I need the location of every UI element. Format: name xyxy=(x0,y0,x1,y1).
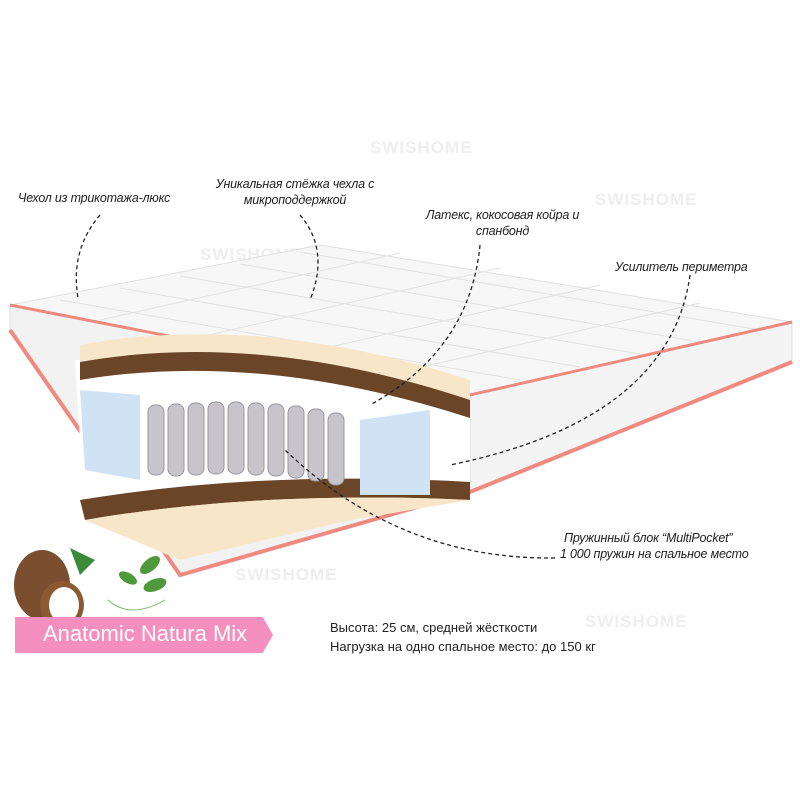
coir-top-layer xyxy=(80,351,470,418)
watermark: SWISHOME xyxy=(235,565,338,584)
spec-load: Нагрузка на одно спальное место: до 150 … xyxy=(330,639,596,654)
leaf-icon xyxy=(107,556,167,611)
latex-bottom-layer xyxy=(85,497,470,560)
coconut-icon xyxy=(14,548,95,629)
product-name-banner: Anatomic Natura Mix xyxy=(15,617,273,653)
spec-height: Высота: 25 см, средней жёсткости xyxy=(330,620,538,635)
label-stitch: Уникальная стёжка чехла с микроподдержко… xyxy=(205,176,385,208)
latex-top-layer xyxy=(80,334,470,400)
label-springs-line2: 1 000 пружин на спальное место xyxy=(560,547,749,561)
label-perimeter: Усилитель периметра xyxy=(615,260,748,274)
perimeter-foam-right xyxy=(360,410,430,495)
watermark: SWISHOME xyxy=(370,138,473,157)
label-cover: Чехол из трикотажа-люкс xyxy=(18,191,171,205)
cutaway-section xyxy=(75,334,470,560)
label-layers-line1: Латекс, кокосовая койра и xyxy=(425,208,580,222)
label-springs: Пружинный блок “MultiPocket” 1 000 пружи… xyxy=(560,530,749,562)
label-springs-line1: Пружинный блок “MultiPocket” xyxy=(564,531,733,545)
label-layers: Латекс, кокосовая койра и спанбонд xyxy=(410,207,595,239)
label-layers-line2: спанбонд xyxy=(475,224,530,238)
label-stitch-line2: микроподдержкой xyxy=(243,193,347,207)
label-stitch-line1: Уникальная стёжка чехла с xyxy=(215,177,375,191)
watermark: SWISHOME xyxy=(585,612,688,631)
perimeter-foam-left xyxy=(80,390,140,480)
watermark: SWISHOME xyxy=(595,190,698,209)
leader-lines xyxy=(75,214,691,559)
product-name: Anatomic Natura Mix xyxy=(43,621,248,646)
